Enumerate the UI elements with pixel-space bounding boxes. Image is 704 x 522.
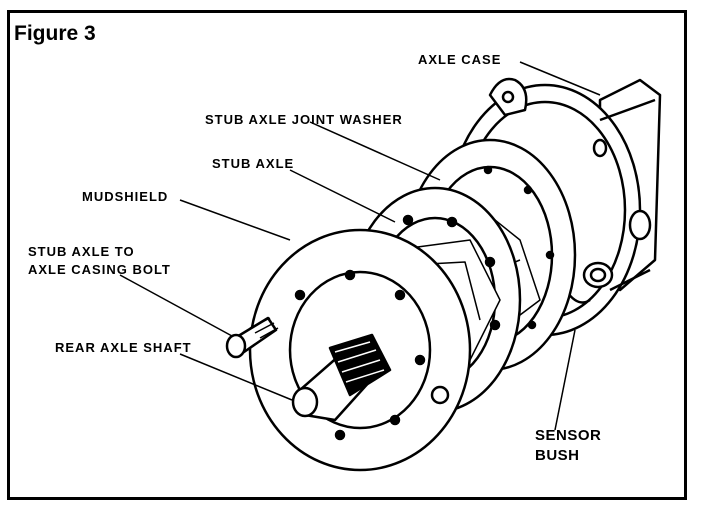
label-sensor-bush-line1: SENSOR bbox=[535, 427, 602, 444]
rear-axle-shaft-part bbox=[291, 333, 392, 422]
label-bolt-line2: AXLE CASING BOLT bbox=[28, 262, 171, 277]
label-rear-axle-shaft: REAR AXLE SHAFT bbox=[55, 340, 192, 355]
label-axle-case: AXLE CASE bbox=[418, 52, 502, 67]
label-sensor-bush-line2: BUSH bbox=[535, 447, 580, 464]
label-mudshield: MUDSHIELD bbox=[82, 189, 169, 204]
label-bolt-line1: STUB AXLE TO bbox=[28, 244, 135, 259]
bolt-part bbox=[225, 316, 279, 359]
label-stub-axle-joint-washer: STUB AXLE JOINT WASHER bbox=[205, 112, 403, 127]
label-stub-axle: STUB AXLE bbox=[212, 156, 295, 171]
figure-title: Figure 3 bbox=[14, 22, 96, 45]
